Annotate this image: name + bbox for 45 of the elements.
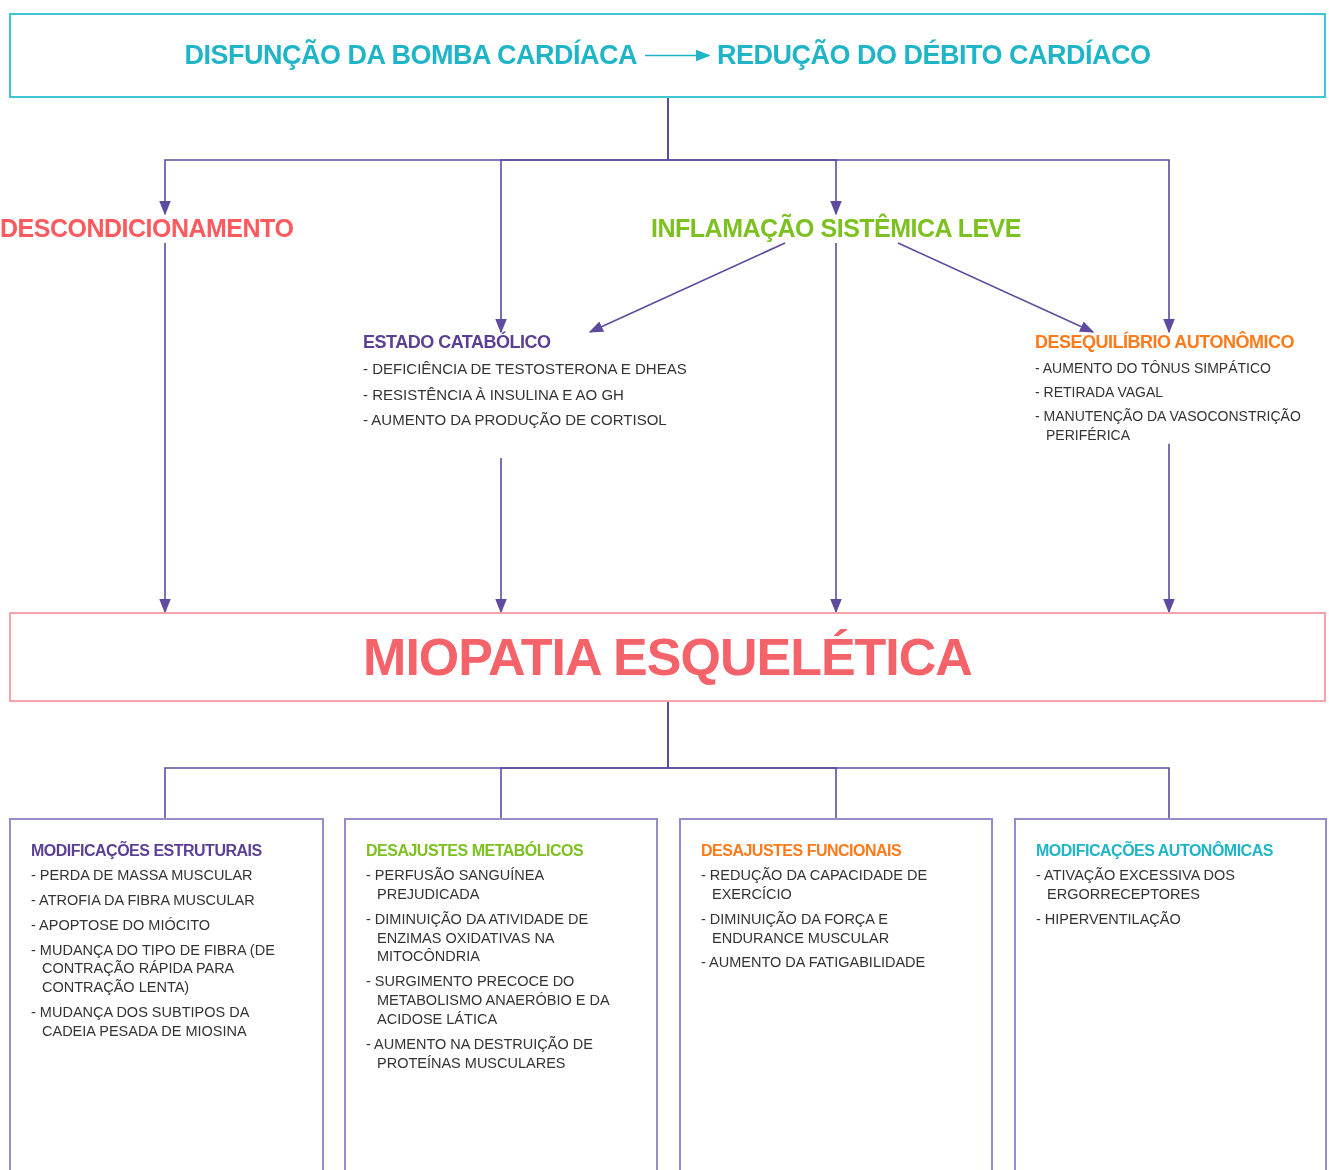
bullet-item: - REDUÇÃO DA CAPACIDADE DE EXERCÍCIO	[701, 866, 929, 904]
bullet-item: - AUMENTO DO TÔNUS SIMPÁTICO	[1035, 359, 1272, 378]
bullet-item: - RESISTÊNCIA À INSULINA E AO GH	[363, 384, 625, 404]
outcome-box: MIOPATIA ESQUELÉTICA	[9, 612, 1326, 702]
bullet-item: - AUMENTO NA DESTRUIÇÃO DE PROTEÍNAS MUSCULARES	[366, 1034, 594, 1073]
title-text: REDUÇÃO DO DÉBITO CARDÍACO	[717, 40, 1151, 71]
bullet-item: - MUDANÇA DO TIPO DE FIBRA (DE CONTRAÇÃO RÁPIDA PARA CONTRAÇÃO LENTA)	[31, 940, 276, 998]
arrow	[830, 242, 842, 614]
arrow	[1163, 442, 1175, 614]
bullet-item: - HIPERVENTILAÇÃO	[1036, 909, 1182, 929]
arrow	[588, 242, 786, 333]
category-card	[344, 818, 658, 1170]
bullet-item: - ATIVAÇÃO EXCESSIVA DOS ERGORRECEPTORES	[1036, 866, 1237, 904]
category-card	[9, 818, 324, 1170]
connector-line	[667, 701, 1170, 819]
bullet-item: - PERDA DE MASSA MUSCULAR	[31, 866, 254, 885]
bullet-item: - RETIRADA VAGAL	[1035, 383, 1165, 402]
bullet-item: - PERFUSÃO SANGUÍNEA PREJUDICADA	[366, 866, 545, 904]
bullet-item: - ATROFIA DA FIBRA MUSCULAR	[31, 890, 256, 910]
bullet-item: - MANUTENÇÃO DA VASOCONSTRIÇÃO PERIFÉRICA	[1035, 407, 1302, 444]
category-card	[679, 818, 993, 1170]
heading: MODIFICAÇÕES AUTONÔMICAS	[1036, 842, 1274, 860]
heading: DESAJUSTES METABÓLICOS	[366, 842, 585, 860]
arrow	[897, 242, 1095, 333]
arrow	[644, 49, 711, 62]
bullet-item: - SURGIMENTO PRECOCE DO METABOLISMO ANAERÓBIO E DA ACIDOSE LÁTICA	[366, 972, 611, 1029]
heading: DESEQUILÍBRIO AUTONÔMICO	[1035, 332, 1295, 353]
bullet-item: - DIMINUIÇÃO DA ATIVIDADE DE ENZIMAS OXIDATIVAS NA MITOCÔNDRIA	[366, 909, 590, 967]
heading: DESAJUSTES FUNCIONAIS	[701, 842, 903, 860]
bullet-item: - DEFICIÊNCIA DE TESTOSTERONA E DHEAS	[363, 359, 688, 379]
title-text: DISFUNÇÃO DA BOMBA CARDÍACA	[184, 40, 637, 71]
arrow	[667, 97, 1175, 334]
bullet-item: - AUMENTO DA PRODUÇÃO DE CORTISOL	[363, 410, 668, 430]
bullet-item: - APOPTOSE DO MIÓCITO	[31, 915, 212, 935]
heading: MODIFICAÇÕES ESTRUTURAIS	[31, 842, 263, 860]
category-card	[1014, 818, 1327, 1170]
heading: ESTADO CATABÓLICO	[363, 332, 552, 353]
bullet-item: - AUMENTO DA FATIGABILIDADE	[701, 953, 927, 973]
bullet-item: - MUDANÇA DOS SUBTIPOS DA CADEIA PESADA DE MIOSINA	[31, 1003, 251, 1041]
heading: DESCONDICIONAMENTO	[0, 214, 294, 243]
bullet-item: - DIMINUIÇÃO DA FORÇA E ENDURANCE MUSCULAR	[701, 909, 891, 948]
banner-box	[9, 13, 1326, 98]
heading: INFLAMAÇÃO SISTÊMICA LEVE	[651, 214, 1021, 243]
arrow	[159, 242, 171, 614]
arrow	[495, 457, 507, 614]
